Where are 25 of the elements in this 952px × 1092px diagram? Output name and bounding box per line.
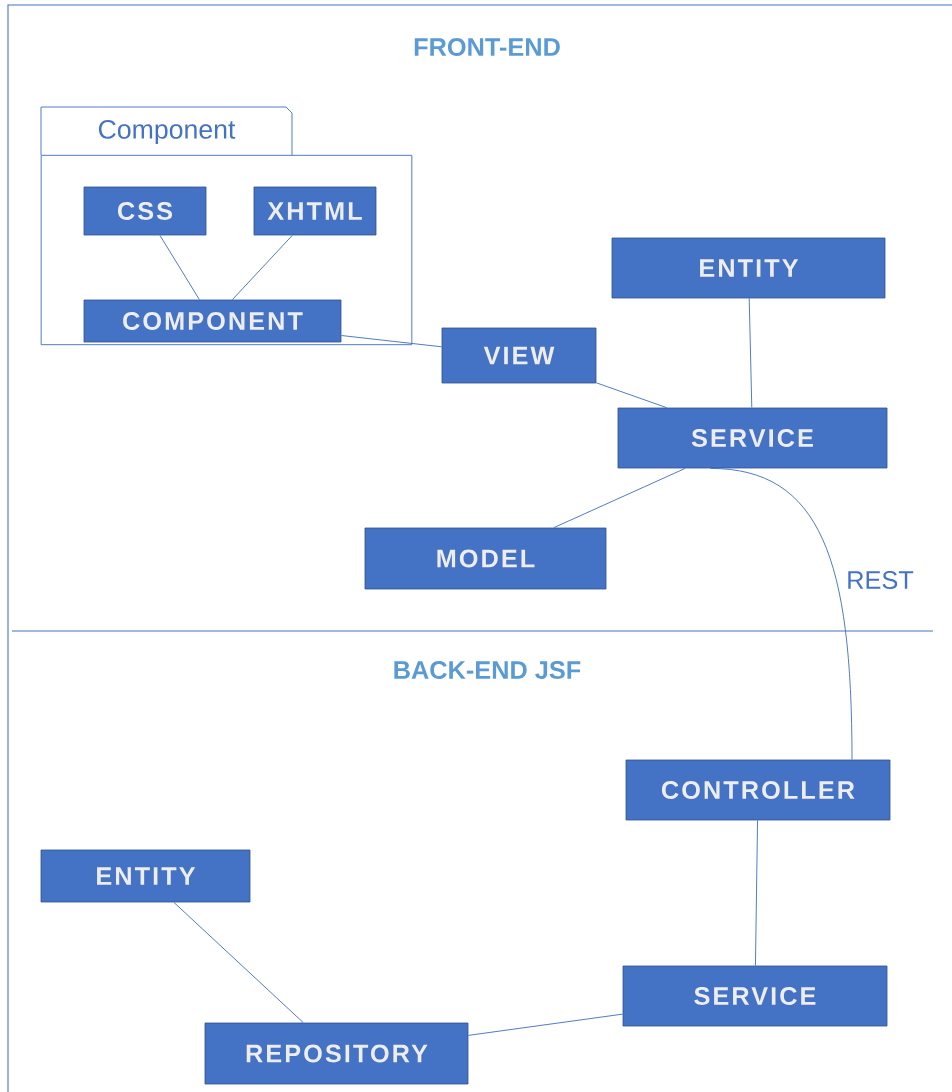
section-heading: FRONT-END	[414, 38, 560, 56]
process-box: ENTITY	[40, 849, 251, 903]
process-box: CONTROLLER	[625, 759, 891, 821]
connector-line	[754, 819, 759, 967]
connector-line	[467, 1013, 624, 1036]
connector-line	[231, 234, 293, 301]
process-box: MODEL	[364, 527, 607, 590]
connector-line	[159, 234, 200, 301]
connector-line	[340, 335, 443, 348]
connector-line	[173, 901, 304, 1024]
node-label: Component	[98, 119, 236, 145]
process-box: SERVICE	[622, 965, 888, 1027]
component-box: CSS	[83, 186, 207, 236]
process-box: VIEW	[441, 327, 597, 384]
process-box: SERVICE	[617, 407, 888, 469]
component-box: XHTML	[253, 186, 377, 236]
process-box: REPOSITORY	[204, 1022, 469, 1085]
section-heading: BACK-END JSF	[394, 661, 581, 679]
connector-line	[553, 467, 686, 529]
process-box: ENTITY	[611, 237, 886, 299]
connector-line	[595, 382, 667, 409]
component-box: COMPONENT	[83, 299, 342, 343]
edge-label: REST	[844, 569, 916, 591]
connector-line	[710, 467, 853, 761]
connector-line	[748, 297, 753, 409]
